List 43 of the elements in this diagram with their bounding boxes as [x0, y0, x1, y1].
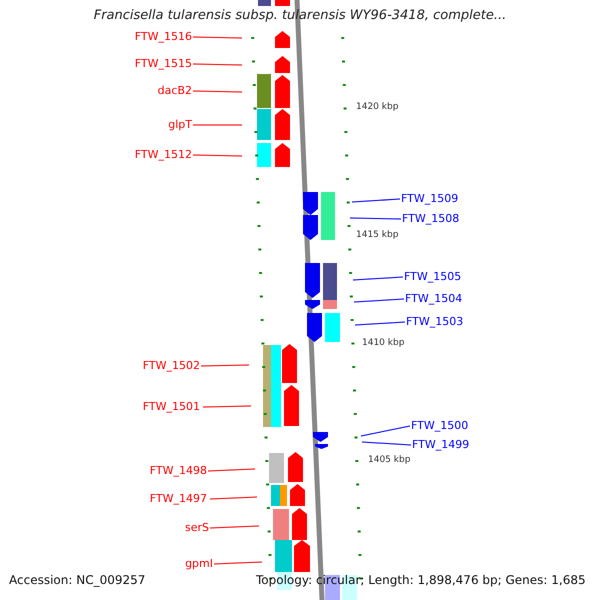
summary-text: Topology: circular; Length: 1,898,476 bp; Genes: 1,685	[256, 574, 586, 586]
tick-label: 1410 kbp	[362, 338, 404, 348]
gene-label: FTW_1508	[402, 213, 460, 224]
gene-label: FTW_1500	[411, 420, 468, 431]
leader-line	[360, 426, 410, 436]
leader-line	[354, 322, 406, 326]
leader-line	[352, 198, 400, 202]
leader-line	[192, 124, 242, 126]
leader-line	[214, 562, 262, 564]
title: Francisella tularensis subsp. tularensis WY96-3418, complete...	[92, 9, 508, 22]
tick-label: 1405 kbp	[368, 456, 410, 464]
gene-label: FTW_1516	[134, 31, 192, 42]
leader-line	[192, 36, 242, 38]
leader-line	[362, 442, 412, 446]
gene-label: gpmI	[185, 558, 213, 569]
accession-text: Accession: NC_009257	[9, 574, 146, 586]
gene-label: glpT	[168, 119, 192, 130]
leader-line	[192, 64, 242, 66]
gene-label: FTW_1515	[134, 58, 192, 69]
leader-line	[210, 496, 258, 500]
gene-label: FTW_1502	[142, 360, 200, 371]
leader-line	[202, 406, 252, 408]
gene-label: FTW_1505	[404, 271, 462, 282]
leader-line	[350, 218, 402, 220]
gene-label: FTW_1503	[406, 316, 464, 327]
leader-line	[200, 364, 250, 366]
leader-line	[210, 526, 260, 528]
gene-label: dacB2	[158, 85, 192, 96]
tick-label: 1420 kbp	[356, 102, 398, 112]
gene-label: FTW_1501	[142, 401, 200, 412]
gene-label: FTW_1498	[150, 465, 207, 476]
tick-label: 1415 kbp	[356, 230, 398, 240]
leader-line	[192, 90, 242, 92]
leader-line	[192, 154, 242, 156]
leader-line	[352, 276, 404, 280]
leader-line	[208, 468, 256, 472]
gene-label: FTW_1512	[134, 149, 192, 160]
gene-label: FTW_1504	[405, 293, 462, 304]
gene-label: serS	[184, 522, 209, 533]
gene-label: FTW_1509	[401, 193, 458, 204]
leader-line	[354, 298, 404, 302]
gene-label: FTW_1497	[150, 493, 207, 504]
gene-label: FTW_1499	[412, 439, 470, 450]
